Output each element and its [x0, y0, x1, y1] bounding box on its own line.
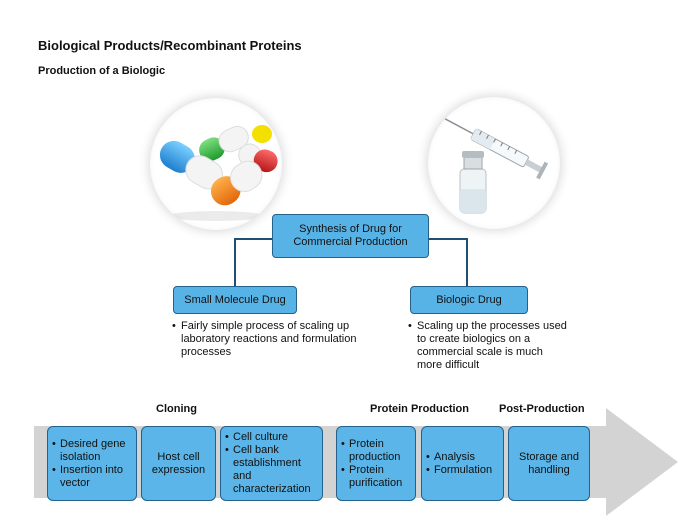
small-molecule-label: Small Molecule Drug	[184, 293, 286, 306]
step-host-cell: Host cell expression	[141, 426, 216, 501]
biologic-note: Scaling up the processes used to create …	[408, 320, 568, 372]
step-item: Cell culture	[225, 431, 318, 444]
step-item: Analysis	[426, 451, 499, 464]
step-storage: Storage and handling	[508, 426, 590, 501]
step-item: Desired gene isolation	[52, 438, 132, 464]
stage-protein-production: Protein Production	[370, 403, 469, 415]
pills-icon	[159, 125, 278, 221]
synthesis-box: Synthesis of Drug for Commercial Product…	[272, 214, 429, 258]
syringe-icon	[444, 118, 549, 214]
step-cell-culture: Cell culture Cell bank establishment and…	[220, 426, 323, 501]
step-item: Cell bank establishment and characteriza…	[225, 444, 318, 496]
small-molecule-note: Fairly simple process of scaling up labo…	[172, 320, 362, 359]
step-analysis: Analysis Formulation	[421, 426, 504, 501]
step-item: Insertion into vector	[52, 464, 132, 490]
step-protein-production: Protein production Protein purification	[336, 426, 416, 501]
biologic-drug-label: Biologic Drug	[436, 293, 502, 306]
connector-right-vertical	[466, 238, 468, 286]
page-subtitle: Production of a Biologic	[38, 65, 166, 77]
stage-post-production: Post-Production	[499, 403, 585, 415]
pills-photo	[150, 98, 282, 230]
biologic-drug-box: Biologic Drug	[410, 286, 528, 314]
connector-left-horizontal	[235, 238, 273, 240]
step-text: Storage and handling	[519, 450, 579, 476]
stage-cloning: Cloning	[156, 403, 197, 415]
small-molecule-box: Small Molecule Drug	[173, 286, 297, 314]
biologic-notes: Scaling up the processes used to create …	[408, 320, 568, 372]
synthesis-label: Synthesis of Drug for Commercial Product…	[293, 223, 408, 248]
step-item: Protein purification	[341, 464, 411, 490]
connector-left-vertical	[234, 238, 236, 286]
step-gene-isolation: Desired gene isolation Insertion into ve…	[47, 426, 137, 501]
step-item: Protein production	[341, 438, 411, 464]
connector-right-horizontal	[429, 238, 467, 240]
step-item: Formulation	[426, 464, 499, 477]
small-molecule-notes: Fairly simple process of scaling up labo…	[172, 320, 362, 359]
page-title: Biological Products/Recombinant Proteins	[38, 38, 302, 53]
syringe-photo	[428, 97, 560, 229]
step-text: Host cell expression	[151, 450, 206, 476]
